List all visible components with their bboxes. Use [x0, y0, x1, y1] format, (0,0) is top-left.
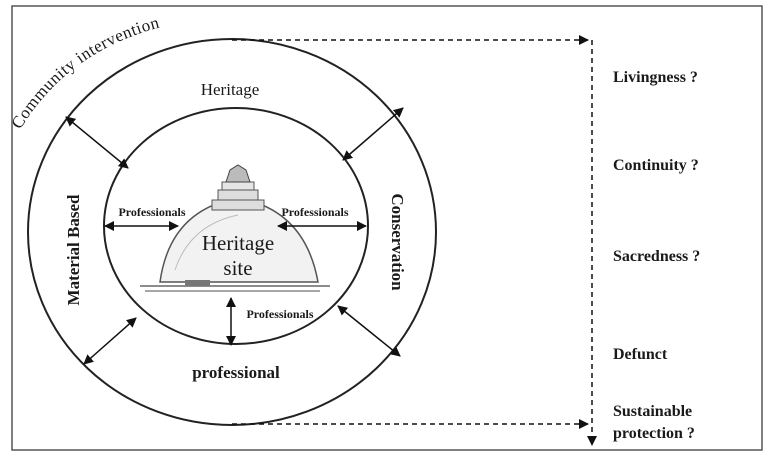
professionals-right-label: Professionals: [281, 205, 348, 219]
arrow-bottom-left: [83, 317, 137, 365]
heritage-site-label-line1: Heritage: [202, 231, 274, 255]
heritage-site-label-line2: site: [223, 256, 252, 280]
defunct-label: Defunct: [613, 346, 668, 363]
professionals-left-label: Professionals: [118, 205, 185, 219]
sacredness-label: Sacredness ?: [613, 248, 700, 265]
continuity-label: Continuity ?: [613, 157, 699, 174]
sustainable-protection-label-line1: Sustainable: [613, 403, 692, 420]
heritage-label: Heritage: [201, 80, 260, 99]
livingness-label: Livingness ?: [613, 69, 698, 86]
conservation-label: Conservation: [388, 193, 407, 291]
arrow-top-right: [342, 107, 404, 161]
outer-ring: [27, 38, 437, 426]
arrow-bottom-right: [337, 305, 401, 357]
sustainable-protection-label-line2: protection ?: [613, 425, 695, 442]
arrow-top-left: [65, 116, 129, 169]
stupa-icon: [140, 164, 330, 292]
diagram-frame: [11, 5, 763, 451]
professionals-bottom-label: Professionals: [246, 307, 313, 321]
material-based-label: Material Based: [64, 194, 83, 305]
professional-label: professional: [192, 363, 280, 382]
community-intervention-label: Community intervention: [7, 13, 161, 132]
